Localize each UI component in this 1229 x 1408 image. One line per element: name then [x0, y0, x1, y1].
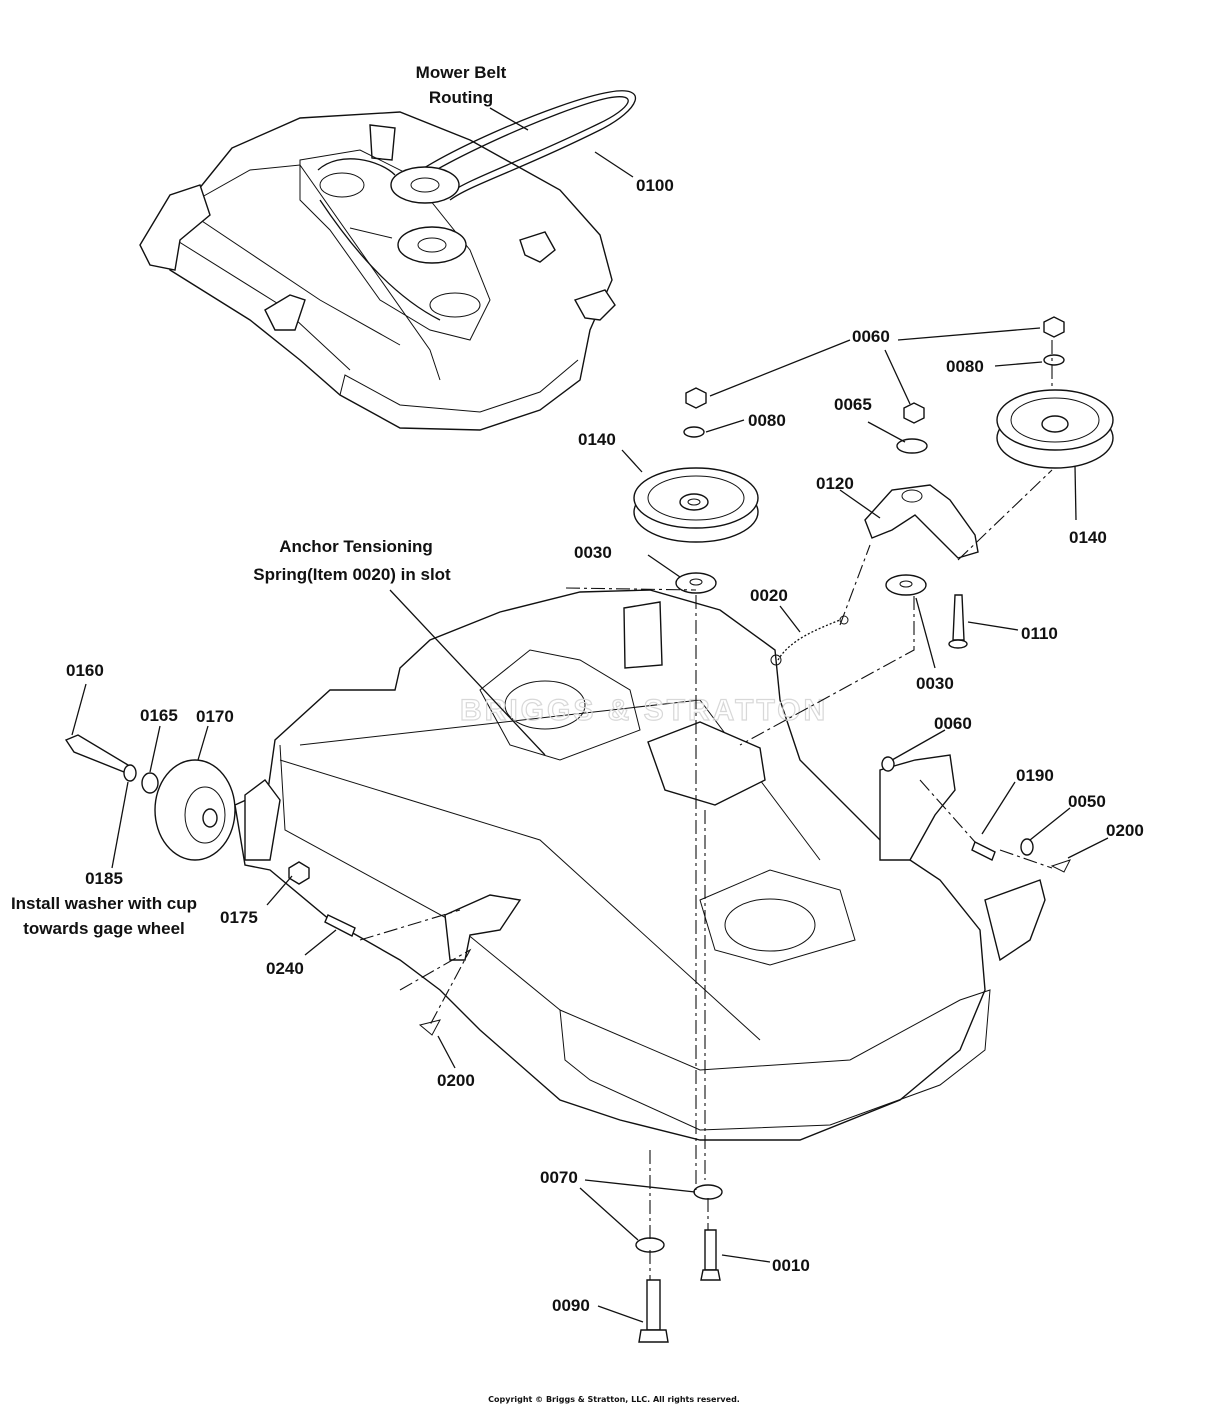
washer-note-line2: towards gage wheel: [23, 919, 185, 938]
callout-0110: 0110: [1021, 624, 1058, 643]
callout-0080-right: 0080: [946, 357, 984, 376]
idler-pulley-right: [996, 389, 1114, 469]
belt-routing-note-line1: Mower Belt: [416, 63, 507, 82]
belt-routing-inset: [139, 90, 637, 431]
callout-0065: 0065: [834, 395, 872, 414]
callout-0120: 0120: [816, 474, 854, 493]
callout-0140-left: 0140: [578, 430, 616, 449]
belt-routing-note-line2: Routing: [429, 88, 493, 107]
anchor-note-line2: Spring(Item 0020) in slot: [253, 565, 451, 584]
callout-0165: 0165: [140, 706, 178, 725]
callout-0200-bottom: 0200: [437, 1071, 475, 1090]
callout-0080-left: 0080: [748, 411, 786, 430]
assembly-lines: [359, 340, 1053, 1280]
callout-0030-right: 0030: [916, 674, 954, 693]
hardware-top: [675, 316, 1065, 596]
gage-wheel-assembly: [64, 734, 356, 937]
callout-0160: 0160: [66, 661, 104, 680]
callout-labels: Mower Belt Routing 0100 0060 0080 0065 0…: [11, 63, 1144, 1404]
callout-0060-mid: 0060: [934, 714, 972, 733]
watermark-text: BRIGGS & STRATTON: [460, 694, 828, 727]
callout-0100: 0100: [636, 176, 674, 195]
tension-spring: [770, 615, 849, 666]
idler-pulley-left: [633, 467, 759, 543]
callout-0020: 0020: [750, 586, 788, 605]
copyright-text: Copyright © Briggs & Stratton, LLC. All …: [488, 1395, 740, 1404]
callout-0090: 0090: [552, 1296, 590, 1315]
callout-0010: 0010: [772, 1256, 810, 1275]
bolt-0110: [948, 594, 968, 649]
callout-0060-top: 0060: [852, 327, 890, 346]
callout-0240: 0240: [266, 959, 304, 978]
callout-0070: 0070: [540, 1168, 578, 1187]
callout-0170: 0170: [196, 707, 234, 726]
callout-0185: 0185: [85, 869, 123, 888]
callout-0200-right: 0200: [1106, 821, 1144, 840]
callout-0175: 0175: [220, 908, 258, 927]
callout-0190: 0190: [1016, 766, 1054, 785]
pin-hardware-right: [418, 756, 1071, 1036]
callout-0050: 0050: [1068, 792, 1106, 811]
washer-note-line1: Install washer with cup: [11, 894, 197, 913]
anchor-note-line1: Anchor Tensioning: [279, 537, 433, 556]
idler-arm: [864, 484, 979, 559]
hardware-bottom: [635, 1184, 723, 1343]
leader-lines: [71, 327, 1109, 1323]
callout-0140-right: 0140: [1069, 528, 1107, 547]
callout-0030-left: 0030: [574, 543, 612, 562]
mower-deck: BRIGGS & STRATTON: [234, 589, 1046, 1141]
